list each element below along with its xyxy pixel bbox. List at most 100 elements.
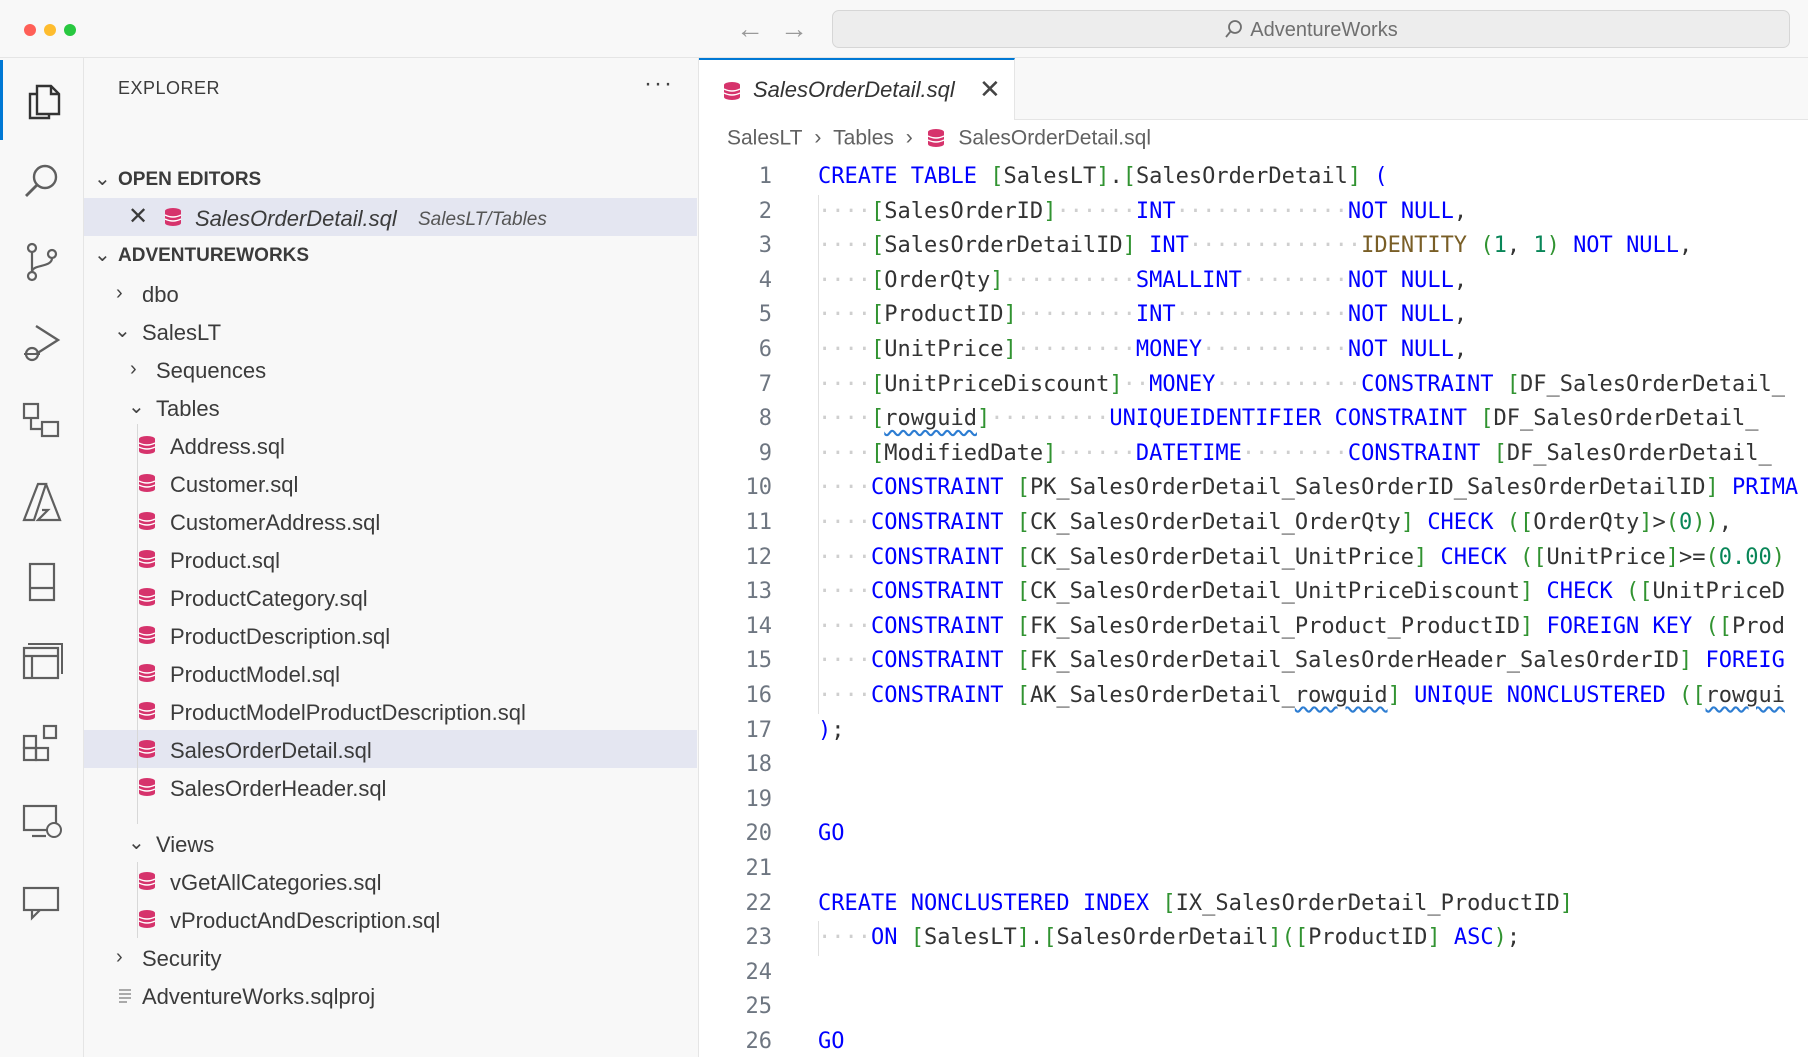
- minimize-window-button[interactable]: [44, 24, 56, 36]
- tab-salesorderdetail[interactable]: SalesOrderDetail.sql ✕: [699, 58, 1015, 120]
- forward-arrow-icon[interactable]: →: [780, 13, 808, 44]
- tree-item-tables[interactable]: ⌄ Tables: [84, 388, 697, 426]
- database-file-icon: [138, 512, 156, 530]
- line-number: 15: [745, 648, 773, 674]
- code-line-2: ····[SalesOrderID]······INT·············…: [818, 198, 1468, 224]
- explorer-icon[interactable]: [0, 60, 84, 140]
- search-icon: [1225, 20, 1243, 38]
- file-name: Customer.sql: [170, 472, 299, 497]
- book-icon[interactable]: [0, 540, 84, 620]
- database-projects-icon[interactable]: [0, 620, 84, 700]
- line-number: 11: [745, 510, 773, 535]
- code-line-4: ····[OrderQty]··········SMALLINT········…: [818, 267, 1468, 293]
- line-number: 26: [745, 1029, 773, 1054]
- zoom-window-button[interactable]: [64, 24, 76, 36]
- tree-file-item[interactable]: Product.sql: [84, 540, 697, 578]
- database-file-icon: [138, 702, 156, 720]
- database-file-icon: [138, 436, 156, 454]
- line-number: 1: [758, 164, 772, 189]
- breadcrumb-tables[interactable]: Tables: [833, 126, 894, 150]
- close-tab-icon[interactable]: ✕: [979, 74, 1001, 104]
- adventureworks-header[interactable]: ⌄ ADVENTUREWORKS: [84, 236, 697, 274]
- command-center-search[interactable]: AdventureWorks: [832, 10, 1790, 48]
- close-window-button[interactable]: [24, 24, 36, 36]
- line-number: 18: [745, 752, 773, 778]
- source-control-icon[interactable]: [0, 220, 84, 300]
- line-number: 23: [745, 925, 773, 951]
- code-line-8: ····[rowguid]·········UNIQUEIDENTIFIER C…: [818, 406, 1759, 432]
- chevron-down-icon: ⌄: [128, 396, 145, 418]
- line-number: 17: [745, 717, 773, 743]
- code-line-5: ····[ProductID]·········INT·············…: [818, 302, 1468, 328]
- tree-file-item[interactable]: ProductDescription.sql: [84, 616, 697, 654]
- close-icon[interactable]: ✕: [128, 203, 149, 230]
- chat-icon[interactable]: [0, 860, 84, 940]
- tree-file-item[interactable]: CustomerAddress.sql: [84, 502, 697, 540]
- remote-explorer-icon[interactable]: [0, 780, 84, 860]
- file-name: Product.sql: [170, 548, 281, 573]
- tab-bar: SalesOrderDetail.sql ✕: [699, 58, 1808, 120]
- code-line-3: ····[SalesOrderDetailID] INT············…: [818, 233, 1693, 259]
- back-arrow-icon[interactable]: ←: [736, 13, 764, 44]
- database-file-icon: [138, 474, 156, 492]
- code-line-11: ····CONSTRAINT [CK_SalesOrderDetail_Orde…: [818, 510, 1733, 535]
- tree-file-item[interactable]: ProductCategory.sql: [84, 578, 697, 616]
- file-name: CustomerAddress.sql: [170, 510, 381, 535]
- code-line-13: ····CONSTRAINT [CK_SalesOrderDetail_Unit…: [818, 579, 1785, 605]
- tree-item-sqlproj[interactable]: AdventureWorks.sqlproj: [84, 976, 697, 1014]
- code-line-23: ····ON [SalesLT].[SalesOrderDetail]([Pro…: [818, 925, 1521, 951]
- file-name: SalesOrderDetail.sql: [170, 738, 372, 763]
- azure-icon[interactable]: [0, 460, 84, 540]
- line-number: 3: [758, 233, 772, 259]
- extensions-connections-icon[interactable]: [0, 380, 84, 460]
- code-line-17: );: [818, 717, 845, 743]
- code-line-12: ····CONSTRAINT [CK_SalesOrderDetail_Unit…: [818, 544, 1785, 570]
- tree-file-item[interactable]: ProductModel.sql: [84, 654, 697, 692]
- tree-file-item[interactable]: SalesOrderHeader.sql: [84, 768, 697, 806]
- database-file-icon: [723, 82, 741, 100]
- chevron-down-icon: ⌄: [114, 320, 131, 342]
- file-name: ProductModelProductDescription.sql: [170, 700, 526, 725]
- tree-file-item[interactable]: vGetAllCategories.sql: [84, 862, 697, 900]
- search-icon[interactable]: [0, 140, 84, 220]
- more-actions-button[interactable]: ···: [644, 70, 674, 97]
- code-line-6: ····[UnitPrice]·········MONEY···········…: [818, 337, 1468, 362]
- line-number: 25: [745, 994, 773, 1020]
- code-line-16: ····CONSTRAINT [AK_SalesOrderDetail_rowg…: [818, 683, 1785, 708]
- tree-file-item[interactable]: vProductAndDescription.sql: [84, 900, 697, 938]
- breadcrumb: SalesLT › Tables › SalesOrderDetail.sql: [727, 126, 1151, 150]
- code-line-1: CREATE TABLE [SalesLT].[SalesOrderDetail…: [818, 164, 1388, 189]
- tree-indent-guide: [137, 862, 138, 938]
- sidebar-title: EXPLORER: [118, 78, 221, 98]
- open-editor-item[interactable]: ✕ SalesOrderDetail.sql SalesLT/Tables: [84, 198, 697, 236]
- breadcrumb-saleslt[interactable]: SalesLT: [727, 126, 803, 150]
- line-number: 24: [745, 959, 773, 985]
- open-editors-header[interactable]: ⌄ OPEN EDITORS: [84, 160, 697, 198]
- line-number: 13: [745, 579, 773, 605]
- file-name: ProductCategory.sql: [170, 586, 368, 611]
- chevron-down-icon: ⌄: [128, 832, 145, 854]
- run-debug-icon[interactable]: [0, 300, 84, 380]
- database-file-icon: [138, 910, 156, 928]
- file-lines-icon: [119, 989, 131, 1003]
- tree-item-views[interactable]: ⌄ Views: [84, 824, 697, 862]
- tree-file-item[interactable]: SalesOrderDetail.sql: [84, 730, 697, 768]
- tree-item-sequences[interactable]: › Sequences: [84, 350, 697, 388]
- breadcrumb-file[interactable]: SalesOrderDetail.sql: [958, 126, 1151, 150]
- tree-file-item[interactable]: Address.sql: [84, 426, 697, 464]
- file-name: ProductModel.sql: [170, 662, 340, 687]
- explorer-sidebar: EXPLORER ··· ⌄ OPEN EDITORS ✕ SalesOrder…: [84, 58, 699, 1057]
- tab-label: SalesOrderDetail.sql: [753, 77, 955, 102]
- tree-item-dbo[interactable]: › dbo: [84, 274, 697, 312]
- line-number: 10: [745, 475, 773, 501]
- tree-file-item[interactable]: Customer.sql: [84, 464, 697, 502]
- line-number: 16: [745, 683, 773, 708]
- tree-item-saleslt[interactable]: ⌄ SalesLT: [84, 312, 697, 350]
- tree-item-security[interactable]: › Security: [84, 938, 697, 976]
- extensions-icon[interactable]: [0, 700, 84, 780]
- file-name: vGetAllCategories.sql: [170, 870, 382, 895]
- line-number: 21: [745, 856, 773, 881]
- tree-file-item[interactable]: ProductModelProductDescription.sql: [84, 692, 697, 730]
- database-file-icon: [138, 664, 156, 682]
